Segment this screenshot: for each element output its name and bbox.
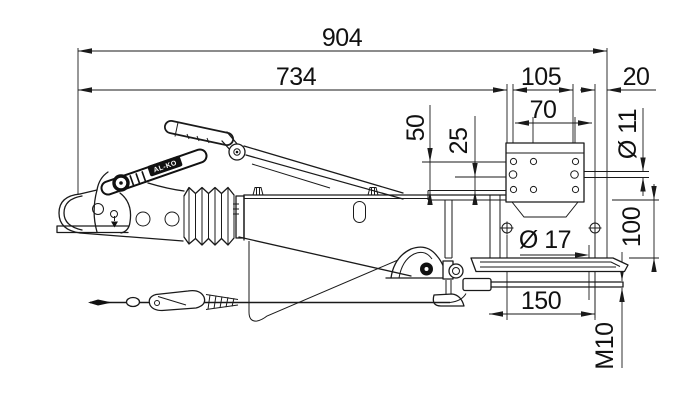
coupling-lock-lever: AL-KO (100, 148, 208, 196)
breakaway-cable (88, 241, 467, 322)
lower-bracket-bar (470, 221, 629, 273)
cable-spring (205, 294, 239, 310)
rod-clamp (462, 277, 492, 292)
cable-carabiner (148, 289, 206, 312)
dim-50-label: 50 (402, 115, 430, 142)
bracket-hole-left (500, 221, 514, 235)
dim-to-flange-label: 734 (276, 63, 317, 91)
dim-bracket-hole-dia: Ø 17 (519, 226, 590, 300)
bolt-head (252, 187, 264, 196)
cable-loop (248, 241, 399, 322)
m10-rod (490, 281, 624, 288)
dim-dia17-label: Ø 17 (519, 226, 571, 254)
dim-flange-width: 105 (513, 63, 573, 93)
dim-rear-offset: 20 (580, 63, 656, 93)
lock-lever-pivot (112, 174, 130, 192)
drain-mark-icon (111, 216, 118, 228)
bracket-hole-right (588, 221, 602, 235)
dim-bracket-holes: 150 (489, 234, 596, 320)
dim-dia11-label: Ø 11 (614, 109, 642, 159)
tube-slot (353, 201, 366, 223)
bellows (183, 186, 245, 246)
bolt-head (367, 187, 379, 196)
dim-inner-holes-label: 70 (530, 96, 557, 124)
dim-overall-length: 904 (78, 24, 607, 54)
handbrake-pivot (228, 143, 246, 161)
dim-flange-hole-dia: Ø 11 (584, 108, 649, 196)
flange-plate (505, 142, 585, 218)
dim-m10-label: M10 (591, 322, 619, 369)
dim-rear-offset-label: 20 (623, 63, 650, 91)
coupling-head: AL-KO (56, 148, 208, 242)
cable-ferrule (88, 299, 112, 306)
cable-link (125, 296, 141, 308)
dim-25-label: 25 (445, 128, 473, 155)
dimension-lines: 904 734 105 20 70 (77, 24, 659, 370)
dim-150-label: 150 (521, 287, 561, 315)
dim-vertical-spacing: 100 (612, 184, 659, 272)
flange-bolt-holes (508, 157, 580, 194)
dim-inner-holes: 70 (515, 96, 592, 126)
drawbar-tube (238, 187, 507, 277)
dim-flange-width-label: 105 (521, 63, 561, 91)
dim-100-label: 100 (618, 207, 646, 247)
dim-mid-row-height: 25 (445, 116, 507, 205)
bellows-clamp (233, 195, 245, 239)
dim-overall-label: 904 (322, 24, 363, 52)
dim-top-row-height: 50 (402, 105, 507, 205)
dim-to-flange: 734 (78, 63, 507, 93)
damper-linkage (385, 246, 624, 307)
dim-thread: M10 (591, 252, 625, 370)
